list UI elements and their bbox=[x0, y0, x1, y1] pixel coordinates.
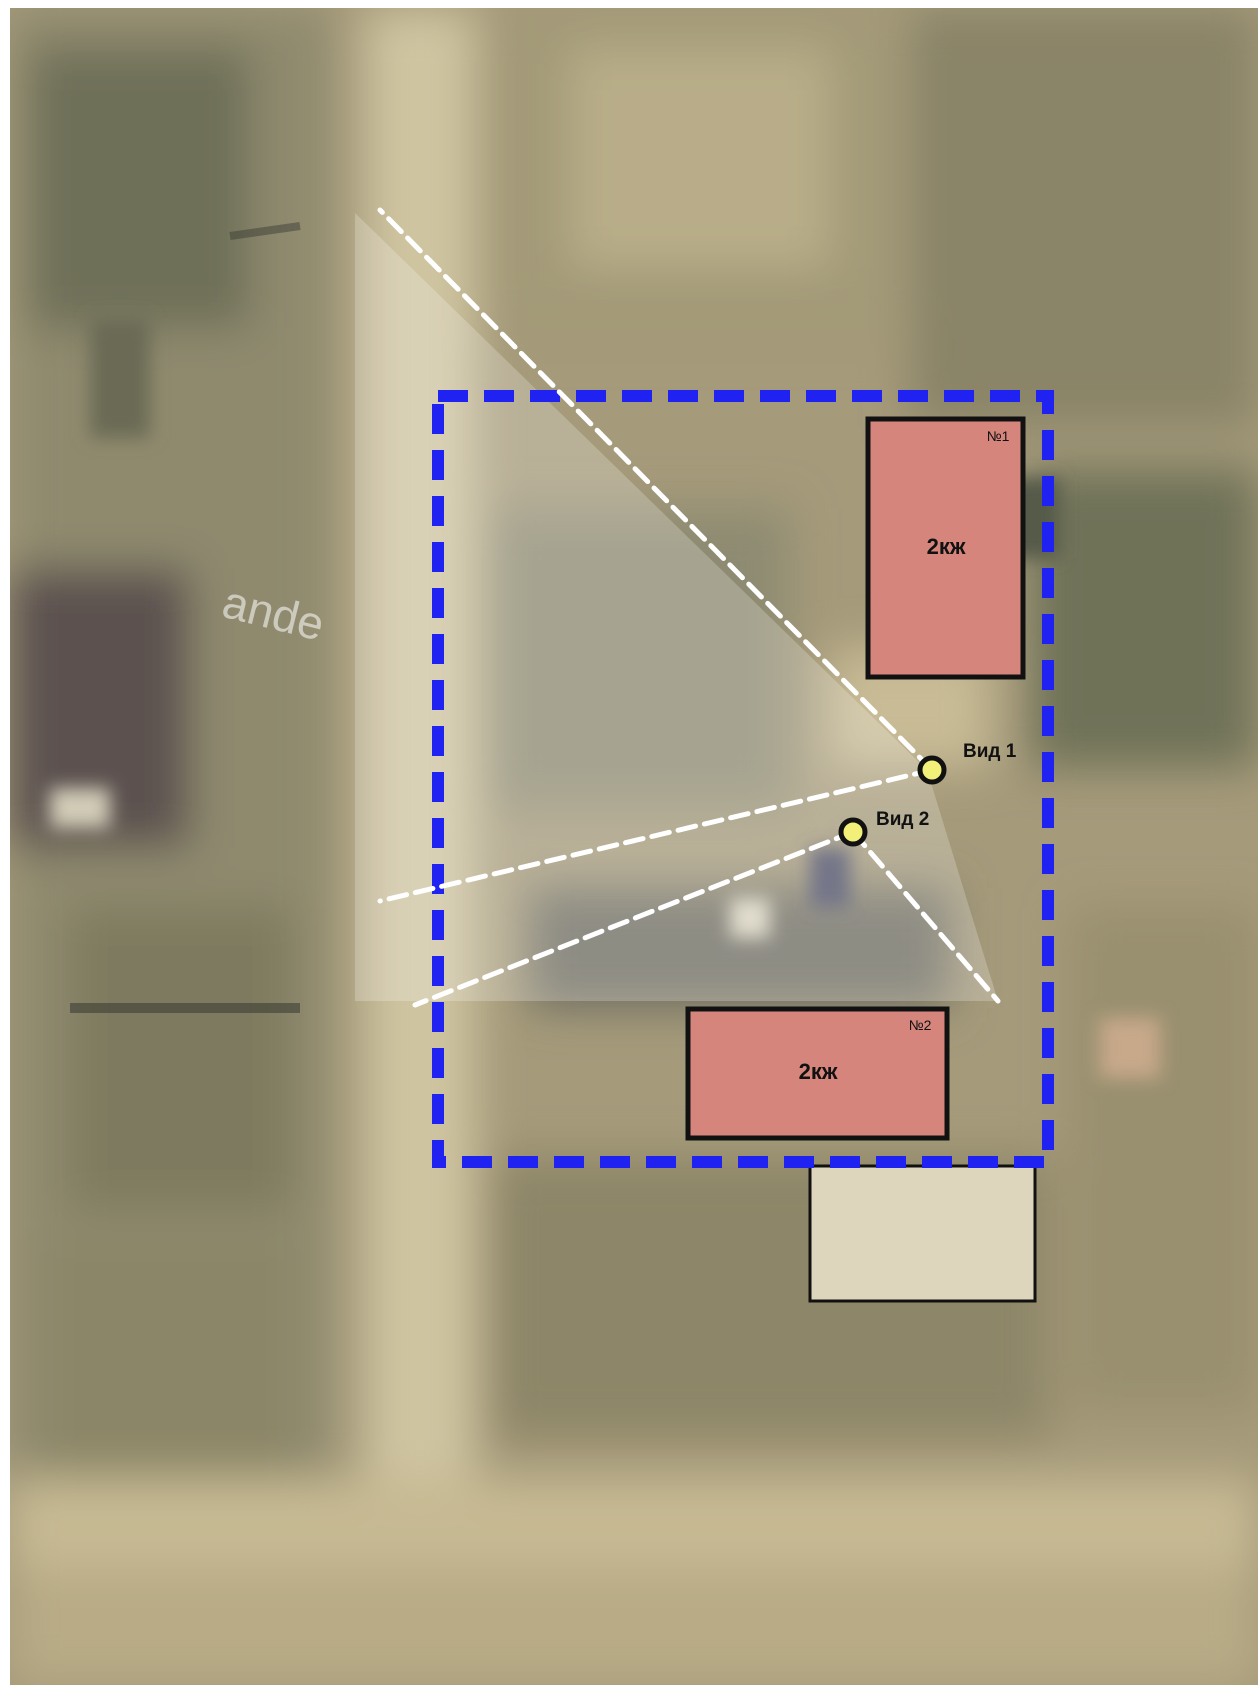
neighbor-building bbox=[808, 1164, 1037, 1303]
building-2-label: 2кж bbox=[799, 1059, 838, 1084]
viewpoint-1-label: Вид 1 bbox=[963, 741, 1017, 762]
viewpoint-2-marker bbox=[838, 817, 868, 847]
viewpoint-2[interactable]: Вид 2 bbox=[838, 809, 929, 847]
viewpoint-2-label: Вид 2 bbox=[876, 809, 929, 830]
viewpoint-1[interactable]: Вид 1 bbox=[917, 741, 1017, 785]
building-2[interactable]: №2 2кж bbox=[685, 1006, 950, 1141]
view-lines bbox=[377, 207, 1001, 1008]
site-plan-map[interactable]: ande №1 2кж №2 2кж Вид 1 bbox=[10, 8, 1258, 1685]
building-1-footprint bbox=[865, 416, 1026, 680]
view-2-line-west bbox=[412, 829, 856, 1008]
site-boundary[interactable] bbox=[432, 390, 1054, 1168]
view-1-line-west bbox=[377, 767, 935, 904]
building-1-label: 2кж bbox=[927, 534, 966, 559]
view-1-line-north bbox=[377, 207, 935, 773]
building-1[interactable]: №1 2кж bbox=[865, 416, 1026, 680]
view-2-line-south bbox=[850, 829, 1001, 1004]
viewpoint-1-marker bbox=[917, 755, 947, 785]
building-1-number: №1 bbox=[987, 428, 1010, 444]
view-cone-area bbox=[355, 213, 998, 1001]
building-2-footprint bbox=[685, 1006, 950, 1141]
building-2-number: №2 bbox=[909, 1017, 932, 1033]
